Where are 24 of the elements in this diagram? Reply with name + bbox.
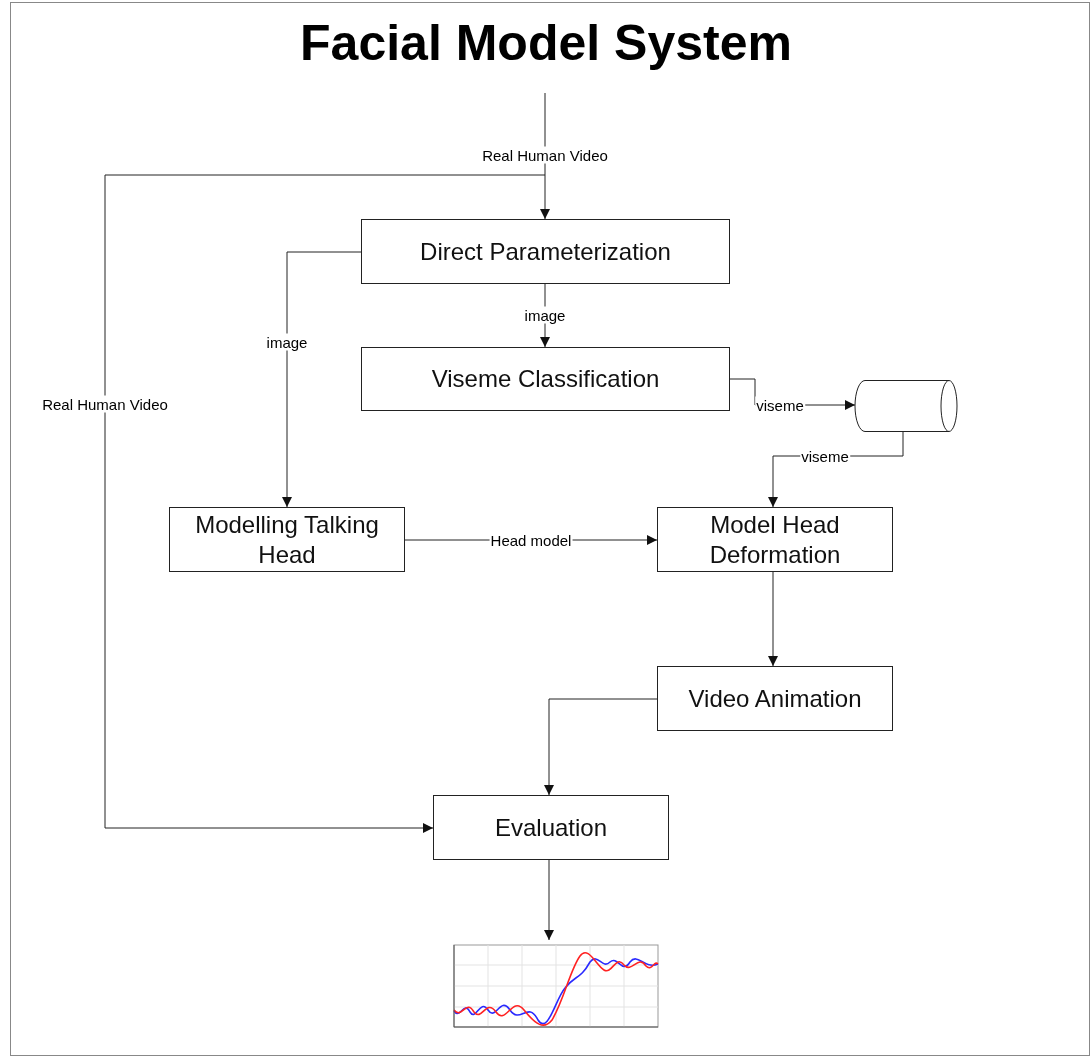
process-box [361, 347, 730, 411]
box-label: Viseme Classification [431, 364, 660, 394]
process-box [169, 507, 405, 572]
arrow [768, 571, 778, 667]
arrow [544, 698, 658, 796]
process-box [433, 795, 669, 860]
arrow [104, 174, 546, 833]
process-box [657, 507, 893, 572]
edge-label: viseme [755, 396, 805, 414]
process-box [361, 219, 730, 284]
box-label: Video Animation [688, 683, 862, 714]
arrow [540, 92, 550, 220]
edge-label: Real Human Video [41, 395, 169, 413]
edge-label: image [523, 306, 567, 324]
process-box [657, 666, 893, 731]
arrow [282, 251, 362, 508]
box-label: Modelling Talking Head [194, 509, 380, 570]
edge-label: Real Human Video [481, 146, 609, 164]
box-label: Model Head Deformation [708, 509, 842, 570]
arrow [544, 859, 554, 941]
edge-label: image [265, 333, 309, 351]
box-label: Evaluation [494, 812, 608, 843]
box-label: Direct Parameterization [420, 236, 671, 267]
diagram-title: Facial Model System [299, 14, 793, 72]
